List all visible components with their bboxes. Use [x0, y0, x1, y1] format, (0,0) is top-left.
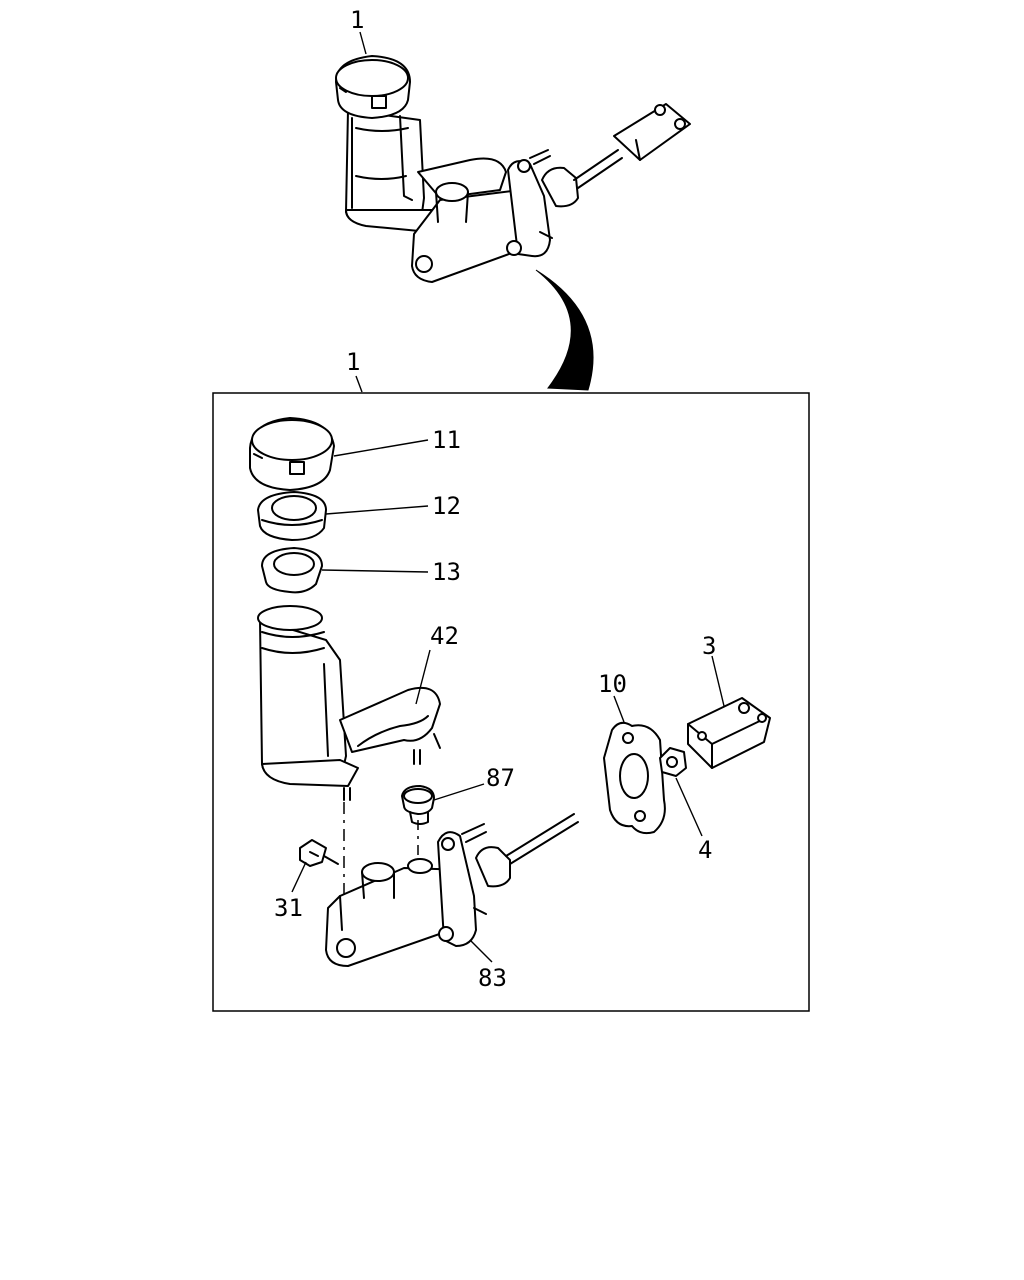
strainer-filter [257, 491, 327, 541]
callout-gasket: 10 [598, 670, 627, 698]
transition-arrow [535, 269, 594, 391]
reservoir-body [257, 605, 441, 801]
callout-clevis: 3 [702, 632, 716, 660]
grommet [401, 785, 435, 825]
reservoir-cap [249, 417, 335, 491]
callout-assembly-box: 1 [346, 348, 360, 376]
assembled-master-cylinder [335, 55, 691, 283]
callout-assembly-top: 1 [350, 6, 364, 34]
gasket [603, 721, 666, 835]
lock-nut [659, 747, 687, 777]
callout-nut: 4 [698, 836, 712, 864]
callout-seal: 13 [432, 558, 461, 586]
callout-reservoir: 42 [430, 622, 459, 650]
callout-filter: 12 [432, 492, 461, 520]
master-cylinder-body [325, 813, 579, 967]
callout-grommet: 87 [486, 764, 515, 792]
clevis [687, 697, 771, 769]
callout-cap: 11 [432, 426, 461, 454]
callout-bolt: 31 [274, 894, 303, 922]
callout-master-cylinder: 83 [478, 964, 507, 992]
bleeder-bolt [299, 839, 339, 867]
seal-ring [261, 547, 323, 594]
exploded-view-frame [212, 392, 810, 1012]
